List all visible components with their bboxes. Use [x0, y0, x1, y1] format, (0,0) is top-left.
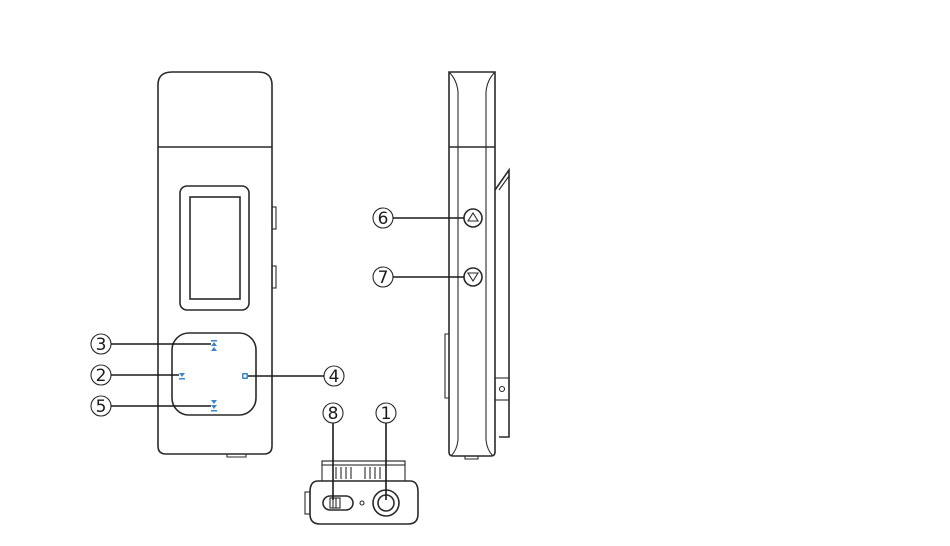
front-view: [158, 72, 276, 457]
bottom-view: [305, 461, 418, 524]
volume-down-button[interactable]: [464, 268, 482, 286]
callout-4-label: 4: [329, 367, 340, 387]
callouts: 3 2 5 4 6 7: [91, 208, 464, 500]
callout-8-label: 8: [328, 404, 339, 424]
side-view: [445, 72, 509, 459]
power-switch[interactable]: [323, 496, 353, 510]
callout-7-label: 7: [378, 268, 389, 288]
callout-3-label: 3: [96, 335, 107, 355]
callout-1-label: 1: [381, 404, 392, 424]
callout-6-label: 6: [378, 209, 389, 229]
callout-2-label: 2: [96, 366, 107, 386]
callout-5-label: 5: [96, 397, 107, 417]
volume-up-button[interactable]: [464, 209, 482, 227]
menu-icon[interactable]: [242, 373, 248, 379]
